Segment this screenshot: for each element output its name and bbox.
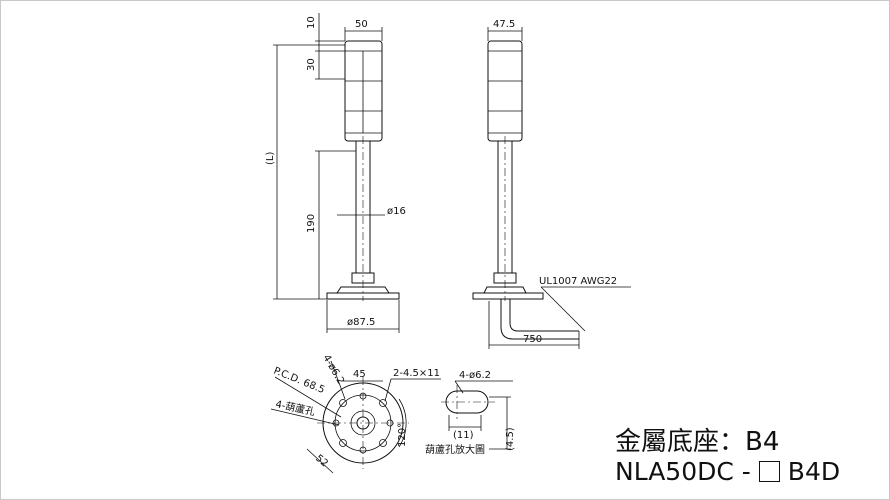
lamp-body-side: [487, 40, 523, 142]
cable-inner: [509, 299, 579, 332]
dim-cable-length: 750: [523, 334, 542, 345]
model-prefix: NLA50DC -: [615, 457, 751, 486]
gourd-hole-outline: [445, 390, 489, 414]
detail-caption: 葫蘆孔放大圖: [425, 443, 485, 456]
base-bottom-view: P.C.D. 68.5 4-葫蘆孔 4-ø6.2 45 2-4.5×11 120…: [270, 353, 441, 474]
base-plate-side: [472, 292, 544, 300]
title: 金屬底座：B4: [615, 427, 780, 457]
gourd-hole-detail: 4-ø6.2 (11) (4.5) 葫蘆孔放大圖: [425, 370, 516, 456]
dim-width-front: 50: [355, 19, 368, 30]
model-number: NLA50DC - B4D: [615, 457, 840, 486]
detail-holes: 4-ø6.2: [459, 370, 491, 381]
angle-label: 120°: [397, 423, 408, 447]
cable-label: UL1007 AWG22: [539, 276, 617, 287]
dim-tier: 30: [306, 58, 317, 71]
dim-45: 45: [353, 369, 366, 380]
pole-collar: [351, 272, 375, 284]
dim-base-dia: ø87.5: [347, 317, 375, 328]
front-view: 50 10 30 (L) 190 ø16 ø87.5: [265, 13, 406, 333]
lamp-body: [344, 40, 383, 142]
holes-label: 4-ø6.2: [320, 353, 346, 386]
color-code-box: [758, 461, 780, 482]
dim-pole-height: 190: [306, 214, 317, 233]
model-suffix: B4D: [787, 457, 841, 486]
dim-top: 10: [306, 16, 317, 29]
dim-52: 52: [313, 453, 330, 470]
side-view: 47.5 UL1007 AWG22 750: [472, 19, 631, 349]
cable-outer: [500, 299, 579, 340]
base-plate: [326, 292, 400, 300]
dim-pole-dia: ø16: [387, 206, 406, 217]
dim-width-side: 47.5: [493, 19, 515, 30]
slot-label: 2-4.5×11: [393, 368, 440, 379]
dim-overall: (L): [265, 152, 276, 165]
detail-width: (4.5): [505, 427, 516, 451]
detail-length: (11): [453, 430, 474, 441]
